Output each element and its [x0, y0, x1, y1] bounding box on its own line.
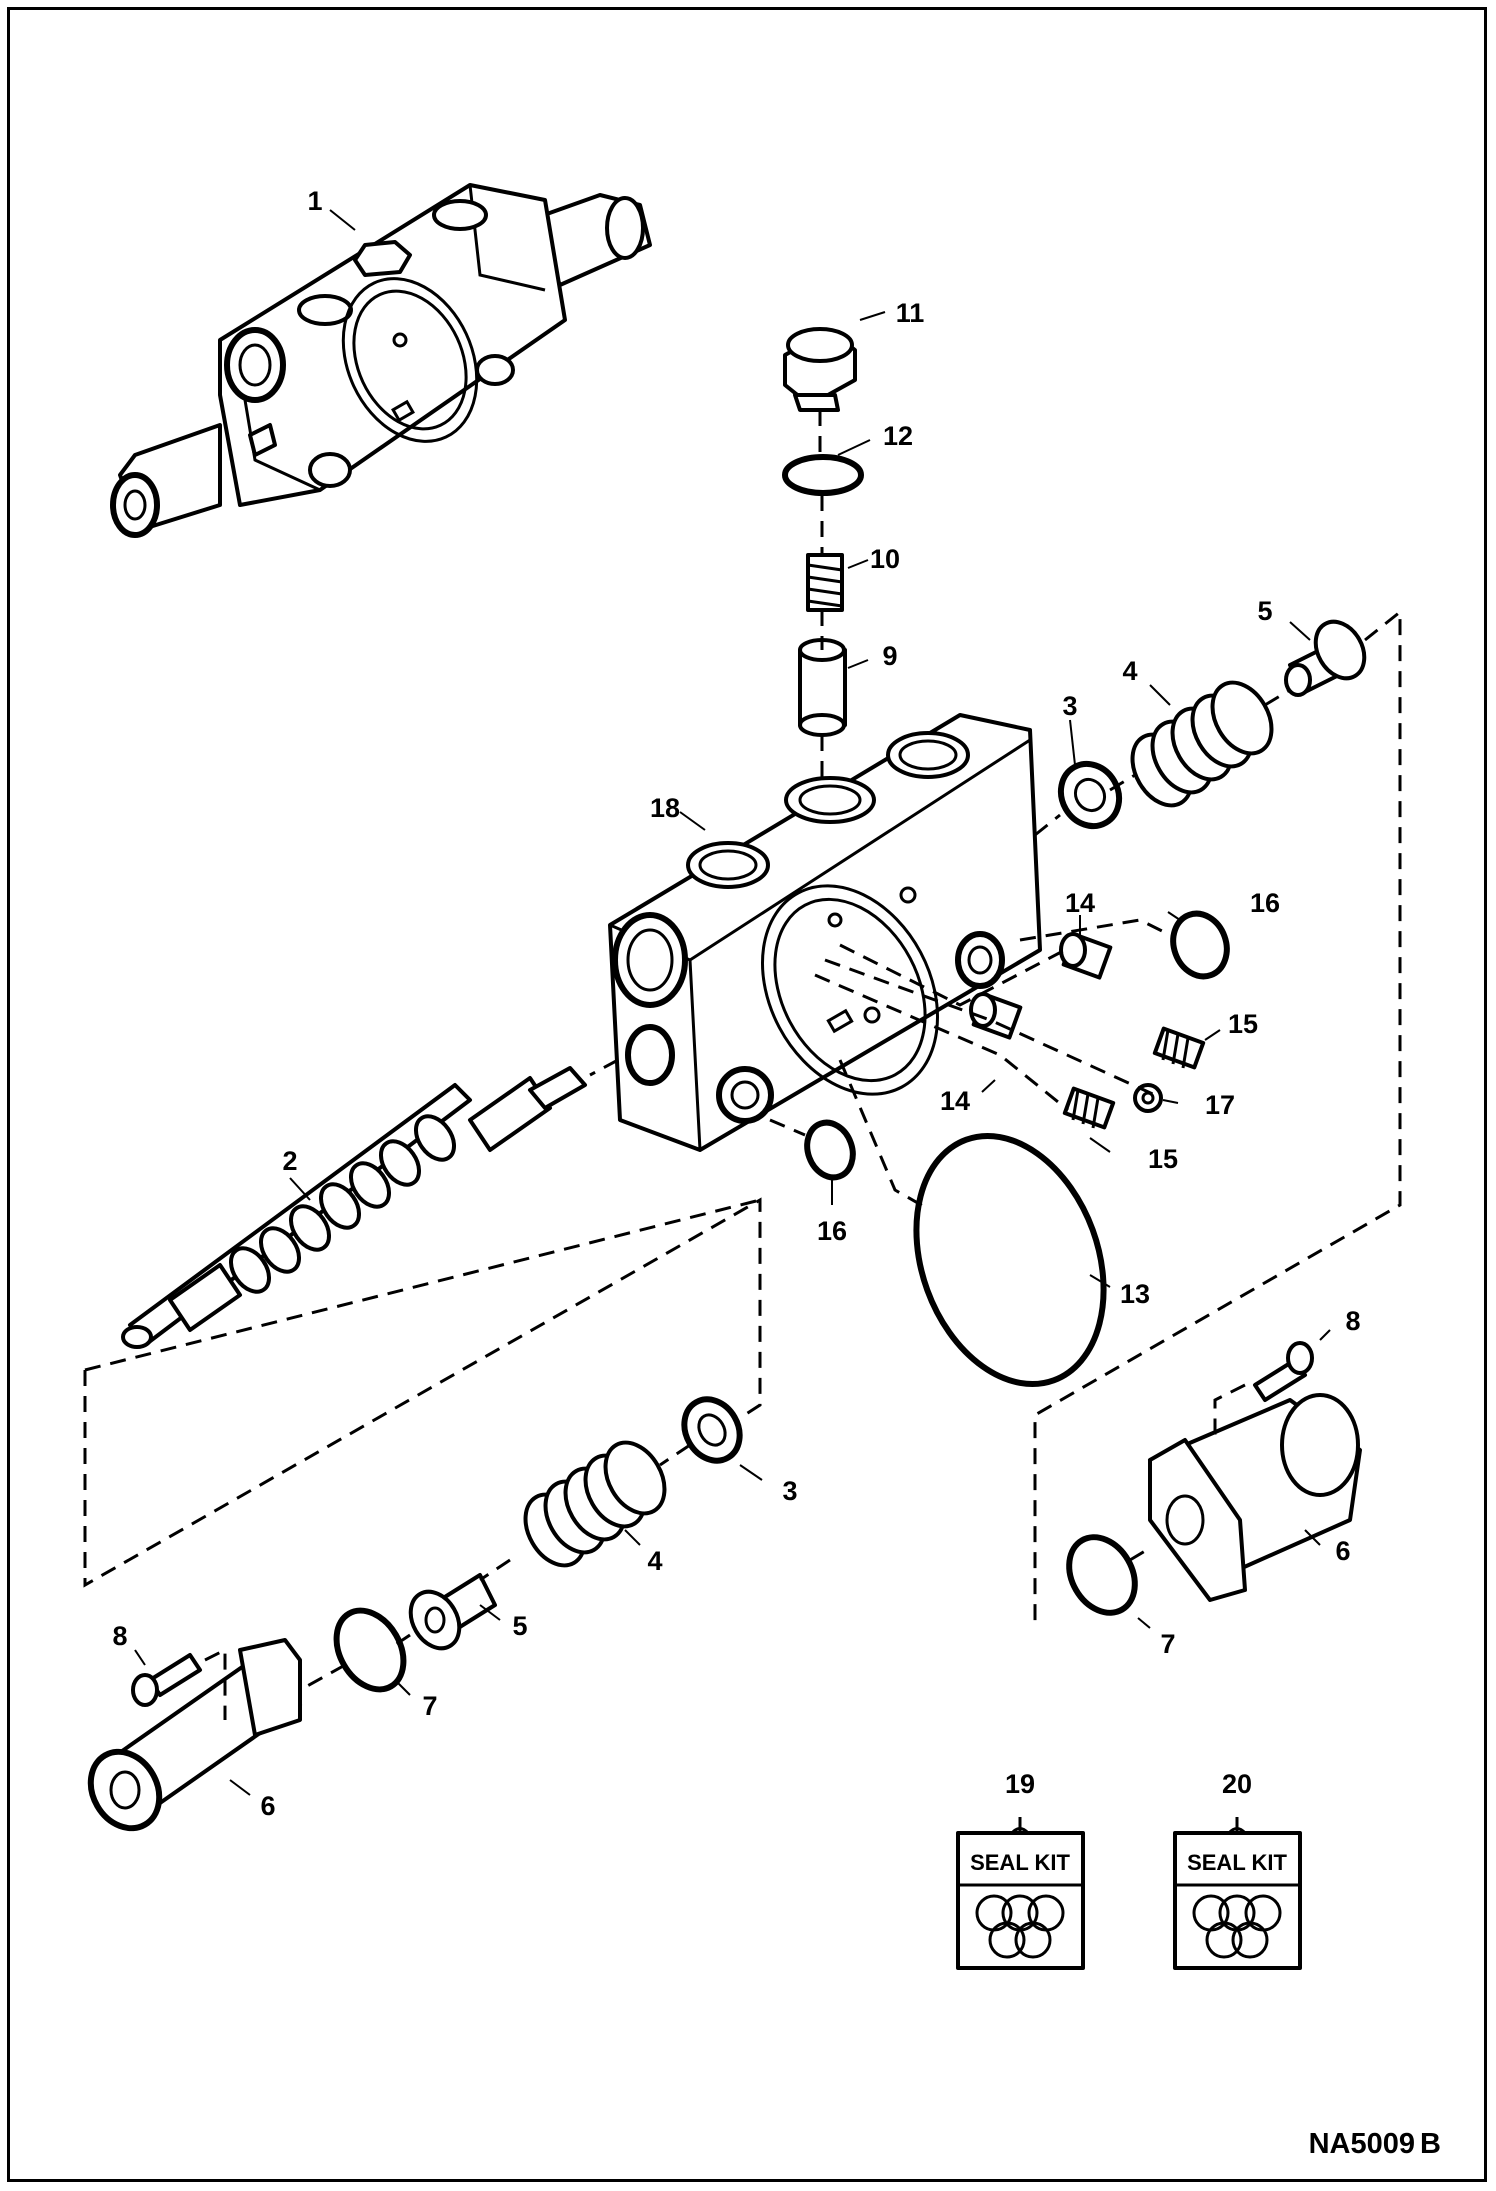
callout-1: 1	[307, 186, 322, 216]
callout-2: 2	[282, 1146, 297, 1176]
part-16-o-ring-bottom	[804, 1119, 856, 1181]
part-14-plug-lower	[969, 992, 1023, 1040]
callout-leader-lines	[134, 209, 1331, 1796]
part-17-orifice	[1133, 1083, 1163, 1113]
callout-18: 18	[650, 793, 680, 823]
seal-kit-20-label: SEAL KIT	[1187, 1850, 1287, 1875]
part-13-large-o-ring	[913, 1133, 1107, 1387]
part-14-plug-upper	[1059, 932, 1113, 980]
callout-3-left: 3	[782, 1476, 797, 1506]
part-15-spring-upper	[1152, 1026, 1206, 1070]
callout-14-upper: 14	[1065, 888, 1095, 918]
part-4-spring-left	[523, 1440, 667, 1568]
callout-17: 17	[1205, 1090, 1235, 1120]
callout-6-left: 6	[260, 1791, 275, 1821]
part-16-o-ring-right	[1170, 910, 1230, 980]
callout-12: 12	[883, 421, 913, 451]
part-4-spring-right	[1130, 680, 1274, 808]
part-11-plug	[783, 327, 857, 412]
part-10-spring	[806, 553, 844, 612]
callout-5-right: 5	[1257, 596, 1272, 626]
callout-8-right: 8	[1345, 1306, 1360, 1336]
callout-4-right: 4	[1122, 656, 1137, 686]
callout-8-left: 8	[112, 1621, 127, 1651]
callout-20: 20	[1222, 1769, 1252, 1799]
part-6-end-cap-right	[1148, 1393, 1362, 1602]
callout-5-left: 5	[512, 1611, 527, 1641]
callout-numbers: 1 2 3 3 4 4 5 5 6 6 7 7 8 8 9 10 11 12 1…	[112, 186, 1360, 1821]
assembly-dashed-lines	[83, 410, 1402, 1833]
seal-kit-19-label: SEAL KIT	[970, 1850, 1070, 1875]
part-8-capscrew-right	[1253, 1341, 1314, 1402]
callout-7-right: 7	[1160, 1629, 1175, 1659]
callout-3-right: 3	[1062, 691, 1077, 721]
seal-kit-19: SEAL KIT	[956, 1827, 1085, 1970]
callout-16-right: 16	[1250, 888, 1280, 918]
callout-10: 10	[870, 544, 900, 574]
part-8-capscrew-left	[131, 1653, 202, 1707]
callout-19: 19	[1005, 1769, 1035, 1799]
part-9-check-poppet	[798, 638, 847, 737]
part-7-o-ring-right	[1066, 1534, 1138, 1616]
part-1-valve-section	[110, 183, 652, 538]
part-5-spring-seat-right	[1284, 619, 1367, 697]
part-2-spool	[121, 1066, 587, 1349]
callout-9: 9	[882, 641, 897, 671]
callout-11: 11	[896, 298, 925, 328]
callout-14-lower: 14	[940, 1086, 970, 1116]
reference-code: NA5009	[1309, 2128, 1415, 2160]
callout-4-left: 4	[647, 1546, 662, 1576]
callout-15-lower: 15	[1148, 1144, 1178, 1174]
callout-16-bottom: 16	[817, 1216, 847, 1246]
part-5-spring-seat-left	[408, 1573, 497, 1651]
part-3-seal-right	[1057, 760, 1123, 830]
part-15-spring-lower	[1062, 1086, 1116, 1130]
callout-13: 13	[1120, 1279, 1150, 1309]
part-12-o-ring	[782, 454, 864, 496]
part-6-end-cap-left	[87, 1638, 302, 1832]
callout-7-left: 7	[422, 1691, 437, 1721]
reference-suffix: B	[1420, 2128, 1441, 2160]
part-18-valve-body	[608, 713, 1042, 1152]
part-7-o-ring-left	[333, 1607, 407, 1693]
callout-6-right: 6	[1335, 1536, 1350, 1566]
callout-15-upper: 15	[1228, 1009, 1258, 1039]
part-3-seal-left	[681, 1396, 743, 1464]
seal-kit-20: SEAL KIT	[1173, 1827, 1302, 1970]
